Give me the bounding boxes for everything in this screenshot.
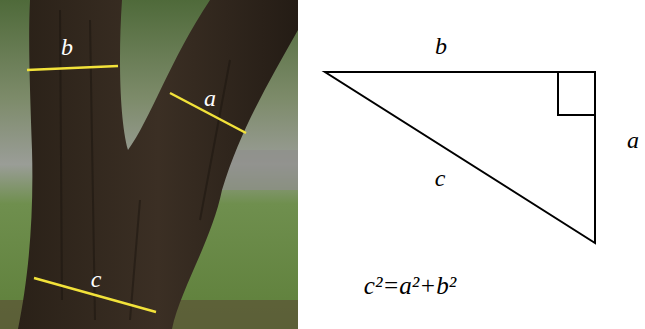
measure-line	[27, 66, 118, 70]
side-label: a	[627, 128, 639, 152]
right-angle-mark	[558, 72, 595, 115]
side-label: a	[204, 86, 216, 110]
side-label: c	[435, 166, 446, 190]
bark-texture	[60, 10, 230, 320]
formula: c²=a²+b²	[364, 273, 456, 298]
right-triangle	[325, 72, 595, 243]
side-label: b	[435, 34, 447, 58]
side-label: b	[61, 35, 73, 59]
photo-ground	[0, 0, 298, 329]
side-label: c	[91, 267, 102, 291]
tree-trunk	[18, 0, 298, 329]
